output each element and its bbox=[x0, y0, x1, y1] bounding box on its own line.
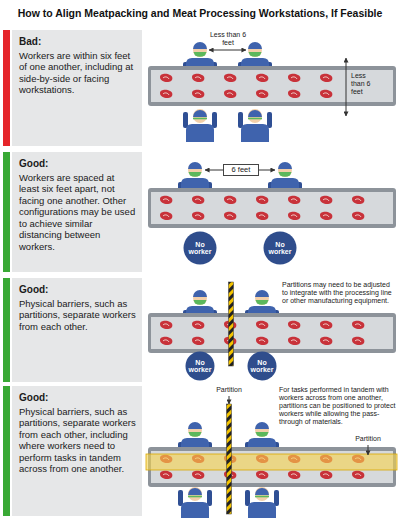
conveyor-belt bbox=[148, 188, 396, 228]
guidance-box: Good:Workers are spaced at least six fee… bbox=[12, 152, 142, 272]
no-worker-marker: No worker bbox=[247, 351, 277, 381]
marker-circle bbox=[186, 352, 215, 381]
partition-label: Partition bbox=[209, 386, 249, 394]
dimension-arrow bbox=[209, 50, 246, 51]
marker-circle bbox=[184, 232, 217, 265]
marker-text: No worker bbox=[183, 231, 217, 265]
box-body: Physical barriers, such as partitions, s… bbox=[19, 406, 136, 475]
good-bar bbox=[3, 152, 10, 272]
note-text: Partitions may need to be adjusted to in… bbox=[282, 281, 396, 305]
worker-figure bbox=[245, 487, 279, 518]
dimension-label: Less than 6 feet bbox=[351, 72, 381, 96]
partition-label: Partition bbox=[345, 435, 391, 443]
note-text: For tasks performed in tandem with worke… bbox=[279, 386, 396, 426]
box-heading: Good: bbox=[19, 284, 136, 297]
no-worker-marker: No worker bbox=[183, 231, 217, 265]
box-heading: Good: bbox=[19, 392, 136, 405]
good-bar bbox=[3, 278, 10, 382]
box-body: Physical barriers, such as partitions, s… bbox=[19, 298, 136, 333]
dimension-label: Less than 6 feet bbox=[207, 31, 249, 47]
worker-figure bbox=[238, 109, 272, 142]
no-worker-marker: No worker bbox=[263, 231, 297, 265]
partition-pole bbox=[227, 404, 232, 514]
marker-text: No worker bbox=[185, 351, 215, 381]
diagram-title: How to Align Meatpacking and Meat Proces… bbox=[18, 7, 383, 20]
leader-arrow bbox=[229, 396, 230, 404]
guidance-box: Bad:Workers are within six feet of one a… bbox=[12, 30, 142, 146]
meat-rows bbox=[160, 196, 364, 220]
worker-figure bbox=[183, 109, 217, 142]
conveyor-belt bbox=[148, 66, 396, 106]
no-worker-marker: No worker bbox=[185, 351, 215, 381]
good-bar bbox=[3, 386, 10, 516]
partition-band bbox=[146, 454, 397, 470]
box-body: Workers are within six feet of one anoth… bbox=[19, 50, 136, 96]
box-heading: Good: bbox=[19, 158, 136, 171]
bad-bar bbox=[3, 30, 10, 146]
marker-text: No worker bbox=[247, 351, 277, 381]
partition-pole bbox=[229, 282, 234, 366]
dimension-arrow bbox=[346, 58, 347, 116]
conveyor-belt bbox=[148, 313, 396, 353]
marker-circle bbox=[264, 232, 297, 265]
marker-circle bbox=[248, 352, 277, 381]
box-heading: Bad: bbox=[19, 36, 136, 49]
meat-rows bbox=[160, 321, 364, 345]
guidance-box: Good:Physical barriers, such as partitio… bbox=[12, 278, 142, 382]
dimension-label: 6 feet bbox=[223, 164, 259, 176]
meat-rows bbox=[160, 74, 332, 98]
marker-text: No worker bbox=[263, 231, 297, 265]
guidance-box: Good:Physical barriers, such as partitio… bbox=[12, 386, 142, 516]
box-body: Workers are spaced at least six feet apa… bbox=[19, 172, 136, 253]
leader-arrow bbox=[368, 445, 369, 455]
worker-figure bbox=[178, 487, 212, 518]
